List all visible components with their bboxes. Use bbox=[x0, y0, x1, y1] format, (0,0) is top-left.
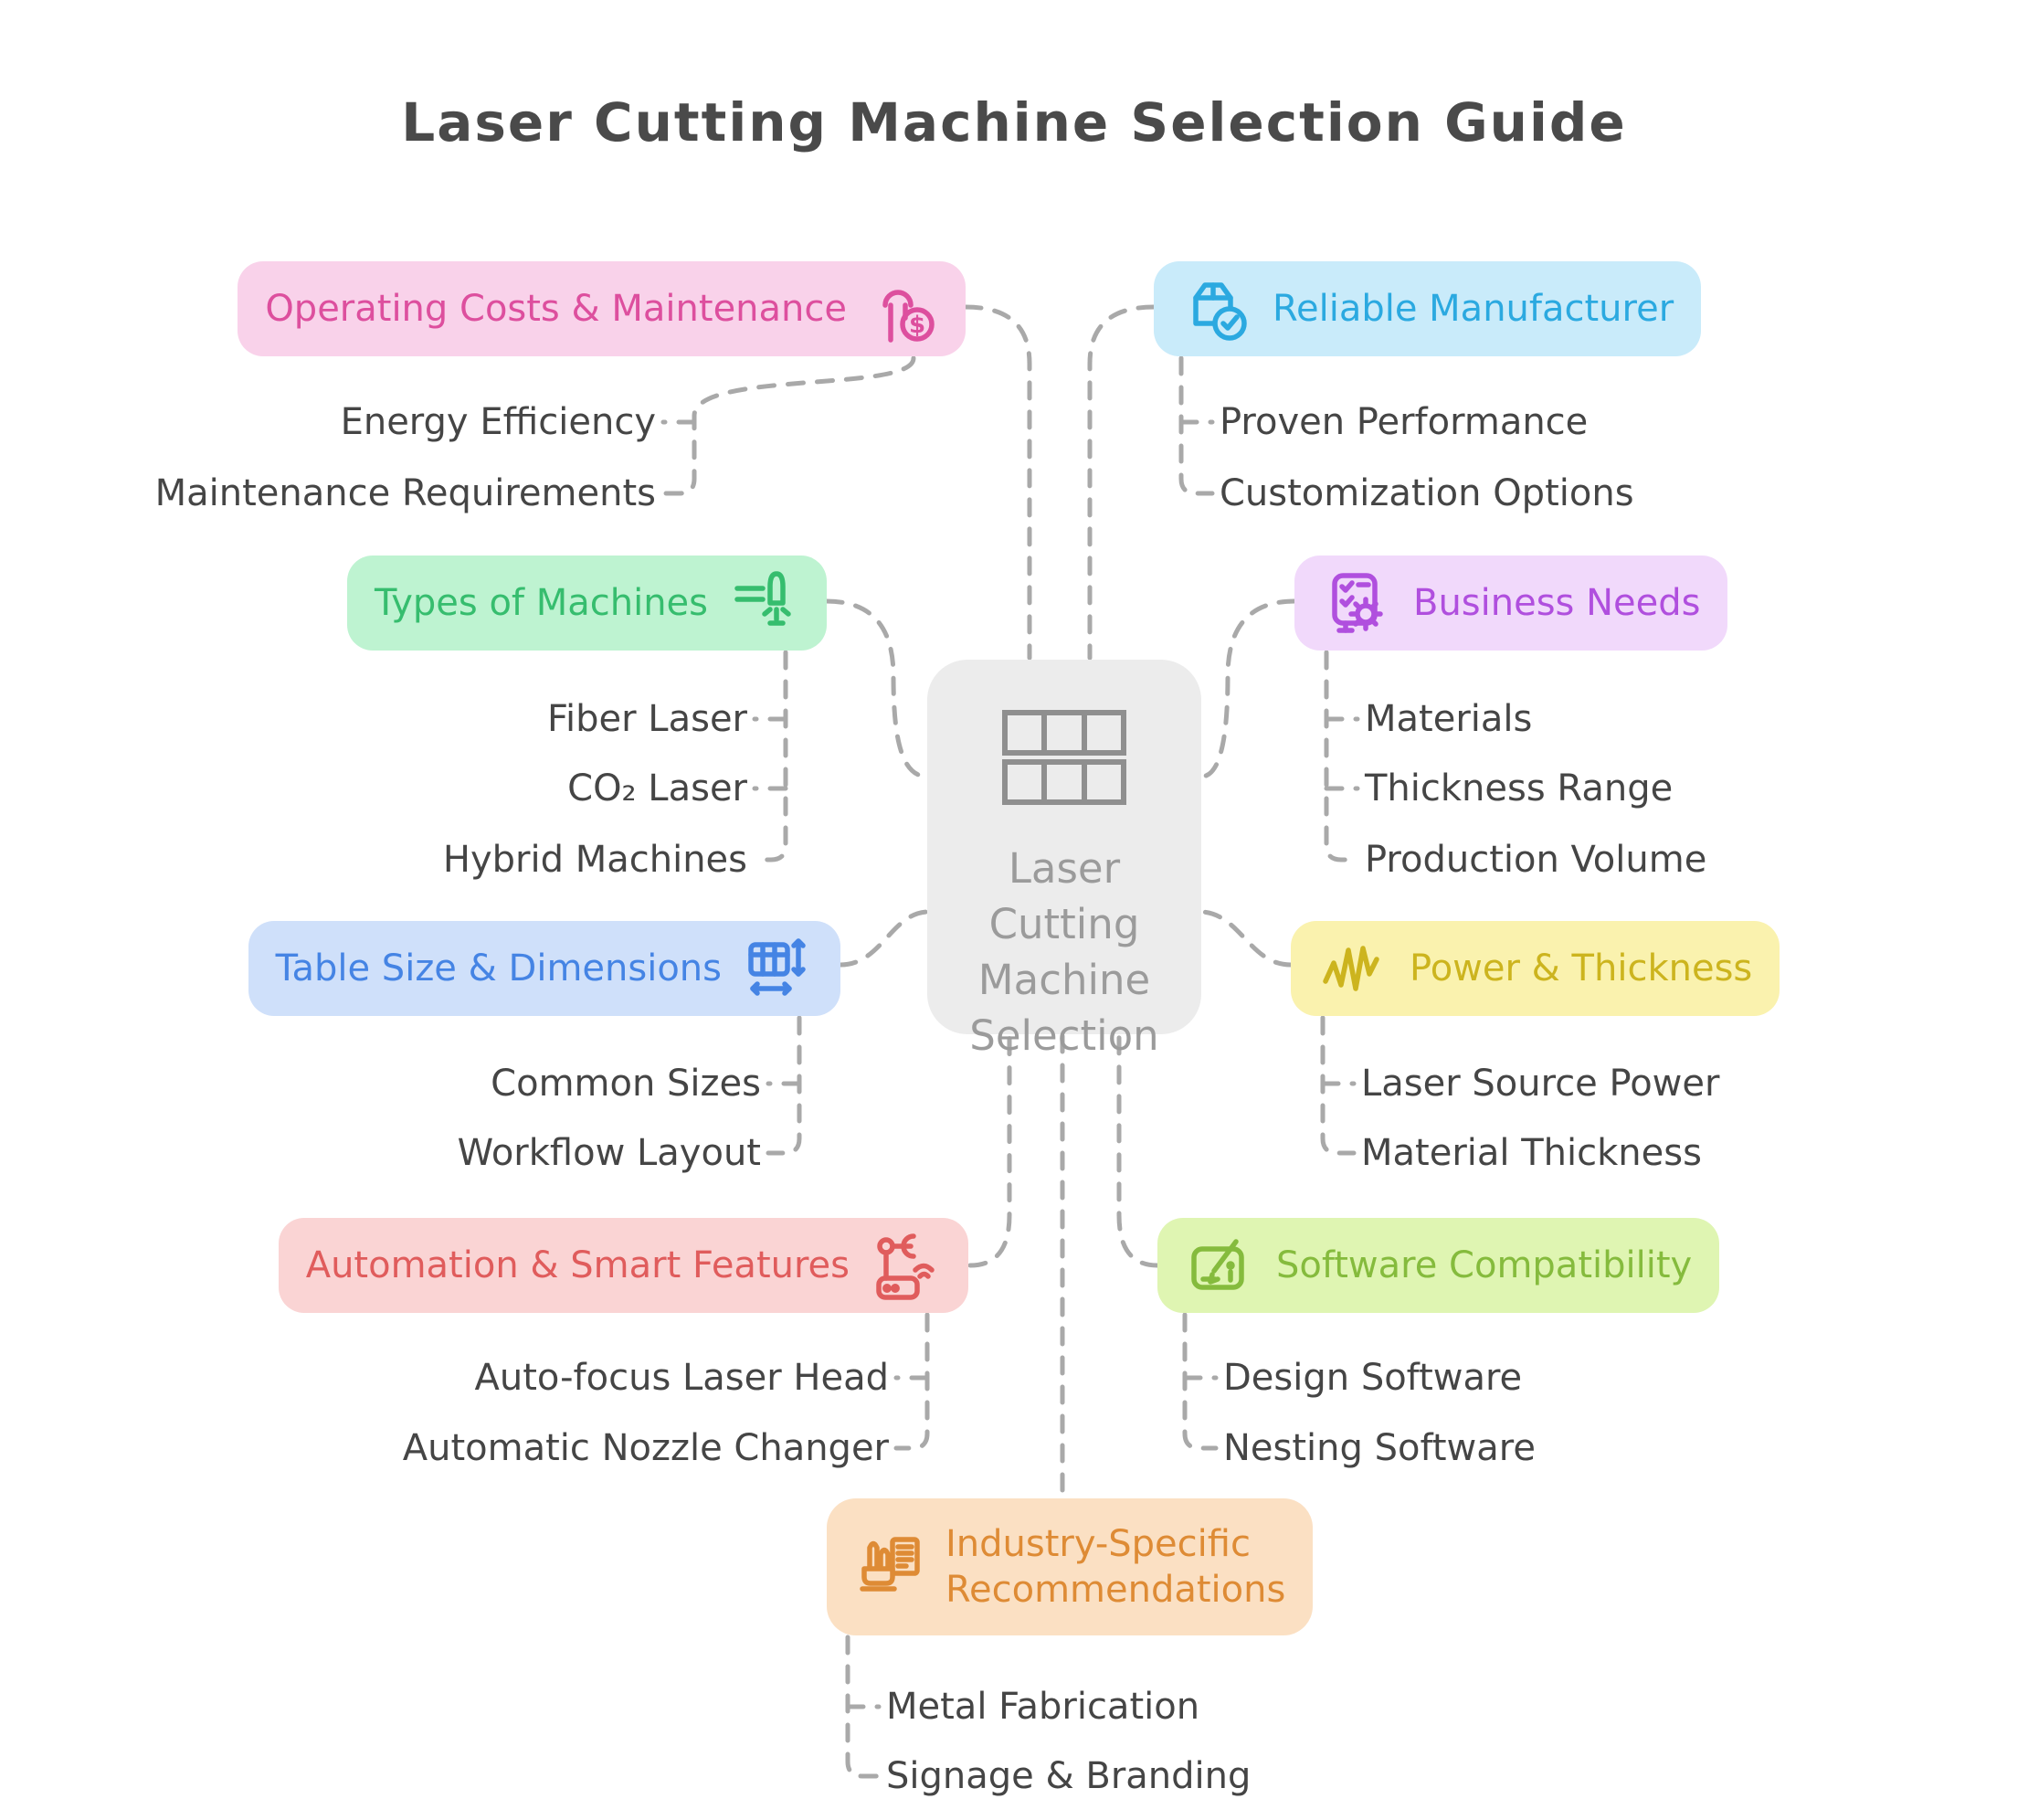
child-fiber-laser: Fiber Laser bbox=[546, 698, 747, 740]
child-thickness-range: Thickness Range bbox=[1365, 767, 1674, 809]
child-materials: Materials bbox=[1365, 698, 1533, 740]
branch-industry-recommendations: Industry-Specific Recommendations bbox=[827, 1498, 1314, 1635]
branch-software-compatibility: Software Compatibility bbox=[1157, 1218, 1720, 1313]
child-material-thickness: Material Thickness bbox=[1361, 1132, 1702, 1174]
center-node-label: Laser Cutting Machine Selection bbox=[969, 844, 1159, 1060]
industry-doc-icon bbox=[854, 1530, 927, 1603]
wrench-dollar-icon: $ bbox=[865, 272, 938, 345]
child-design-software: Design Software bbox=[1223, 1357, 1523, 1399]
svg-text:$: $ bbox=[909, 312, 925, 339]
child-customization-options: Customization Options bbox=[1220, 472, 1634, 514]
child-metal-fabrication: Metal Fabrication bbox=[886, 1686, 1200, 1728]
child-signage-branding: Signage & Branding bbox=[886, 1755, 1252, 1797]
link-reliable-manufacturer bbox=[1087, 304, 1157, 661]
robot-arm-icon bbox=[868, 1229, 941, 1302]
branch-table-size: Table Size & Dimensions bbox=[248, 921, 840, 1016]
branch-label: Power & Thickness bbox=[1410, 947, 1753, 989]
table-dimensions-icon bbox=[740, 932, 813, 1005]
child-common-sizes: Common Sizes bbox=[491, 1063, 761, 1105]
link-types-of-machines bbox=[824, 598, 930, 779]
link-table-size bbox=[838, 909, 930, 968]
child-auto-focus-laser-head: Auto-focus Laser Head bbox=[474, 1357, 890, 1399]
branch-label: Automation & Smart Features bbox=[305, 1244, 850, 1286]
branch-label: Software Compatibility bbox=[1276, 1244, 1693, 1286]
child-maintenance-requirements: Maintenance Requirements bbox=[154, 472, 656, 514]
branch-types-of-machines: Types of Machines bbox=[347, 556, 827, 651]
laser-nozzle-icon bbox=[726, 566, 799, 640]
child-co2-laser: CO₂ Laser bbox=[567, 767, 747, 809]
branch-label: Reliable Manufacturer bbox=[1273, 288, 1674, 330]
child-hybrid-machines: Hybrid Machines bbox=[442, 839, 747, 881]
link-power-thickness bbox=[1199, 909, 1294, 968]
branch-label: Table Size & Dimensions bbox=[275, 947, 722, 989]
branch-operating-costs: Operating Costs & Maintenance $ bbox=[238, 261, 966, 356]
child-workflow-layout: Workflow Layout bbox=[457, 1132, 761, 1174]
page-title: Laser Cutting Machine Selection Guide bbox=[401, 91, 1627, 153]
child-production-volume: Production Volume bbox=[1365, 839, 1707, 881]
branch-power-thickness: Power & Thickness bbox=[1291, 921, 1780, 1016]
branch-automation: Automation & Smart Features bbox=[278, 1218, 968, 1313]
center-node-laser-cutting-machine-selection: Laser Cutting Machine Selection bbox=[927, 660, 1201, 1060]
pulse-wave-icon bbox=[1318, 932, 1391, 1005]
link-business-needs bbox=[1199, 598, 1297, 779]
package-check-icon bbox=[1181, 272, 1254, 345]
branch-label: Business Needs bbox=[1413, 582, 1701, 624]
branch-label: Operating Costs & Maintenance bbox=[265, 288, 847, 330]
tablet-pencil-icon bbox=[1185, 1229, 1258, 1302]
child-laser-source-power: Laser Source Power bbox=[1361, 1063, 1720, 1105]
checklist-gear-icon bbox=[1322, 566, 1395, 640]
link-automation bbox=[967, 1033, 1012, 1268]
branch-label: Industry-Specific Recommendations bbox=[945, 1523, 1286, 1611]
link-operating-costs bbox=[963, 304, 1032, 661]
branch-label: Types of Machines bbox=[375, 582, 708, 624]
child-proven-performance: Proven Performance bbox=[1220, 401, 1589, 443]
link-software-compatibility bbox=[1116, 1033, 1160, 1268]
branch-reliable-manufacturer: Reliable Manufacturer bbox=[1154, 261, 1702, 356]
child-nesting-software: Nesting Software bbox=[1223, 1427, 1536, 1469]
child-energy-efficiency: Energy Efficiency bbox=[340, 401, 656, 443]
branch-business-needs: Business Needs bbox=[1294, 556, 1728, 651]
grid-icon bbox=[996, 704, 1133, 817]
child-automatic-nozzle-changer: Automatic Nozzle Changer bbox=[402, 1427, 889, 1469]
